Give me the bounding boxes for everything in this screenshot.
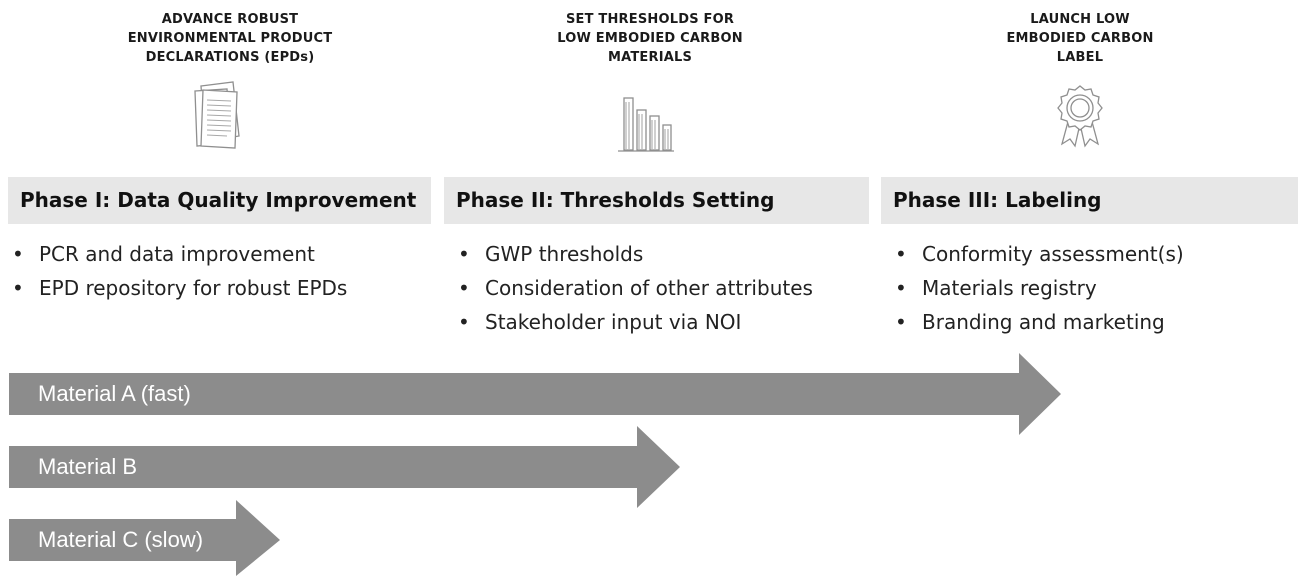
material-c-label: Material C (slow) bbox=[38, 527, 204, 552]
documents-icon bbox=[194, 81, 240, 149]
phase-2-bullets: GWP thresholds Consideration of other at… bbox=[458, 237, 813, 339]
phase-1-caption-line: DECLARATIONS (EPDs) bbox=[145, 50, 315, 65]
phase-2-caption-line: MATERIALS bbox=[607, 50, 693, 65]
list-item: EPD repository for robust EPDs bbox=[12, 271, 347, 305]
phase-1-title: Phase I: Data Quality Improvement bbox=[20, 188, 417, 212]
phase-2-caption: SET THRESHOLDS FOR LOW EMBODIED CARBON M… bbox=[530, 10, 770, 67]
list-item: GWP thresholds bbox=[458, 237, 813, 271]
phase-3-caption: LAUNCH LOW EMBODIED CARBON LABEL bbox=[970, 10, 1190, 67]
list-item: PCR and data improvement bbox=[12, 237, 347, 271]
phase-1-caption-line: ADVANCE ROBUST bbox=[161, 12, 299, 27]
bar-chart-icon bbox=[618, 97, 674, 152]
phase-1-caption: ADVANCE ROBUST ENVIRONMENTAL PRODUCT DEC… bbox=[110, 10, 350, 67]
phase-3-caption-line: LAUNCH LOW bbox=[1030, 12, 1130, 27]
phase-2-title: Phase II: Thresholds Setting bbox=[456, 188, 775, 212]
phase-1-caption-line: ENVIRONMENTAL PRODUCT bbox=[127, 31, 333, 46]
phase-2-caption-line: SET THRESHOLDS FOR bbox=[565, 12, 735, 27]
material-a-label: Material A (fast) bbox=[38, 381, 191, 406]
list-item: Consideration of other attributes bbox=[458, 271, 813, 305]
award-ribbon-icon bbox=[1057, 85, 1103, 148]
phase-1-bar: Phase I: Data Quality Improvement bbox=[8, 177, 431, 224]
material-b-arrow bbox=[9, 426, 680, 508]
list-item: Branding and marketing bbox=[895, 305, 1184, 339]
phase-2-bar: Phase II: Thresholds Setting bbox=[444, 177, 869, 224]
list-item: Materials registry bbox=[895, 271, 1184, 305]
phase-3-title: Phase III: Labeling bbox=[893, 188, 1102, 212]
phase-1-bullets: PCR and data improvement EPD repository … bbox=[12, 237, 347, 305]
phase-3-bullets: Conformity assessment(s) Materials regis… bbox=[895, 237, 1184, 339]
material-b-label: Material B bbox=[38, 454, 138, 479]
phase-3-bar: Phase III: Labeling bbox=[881, 177, 1298, 224]
phase-3-caption-line: EMBODIED CARBON bbox=[1006, 31, 1154, 46]
phase-3-caption-line: LABEL bbox=[1056, 50, 1104, 65]
material-a-arrow bbox=[9, 353, 1061, 435]
material-c-arrow bbox=[9, 500, 280, 576]
list-item: Stakeholder input via NOI bbox=[458, 305, 813, 339]
phase-2-caption-line: LOW EMBODIED CARBON bbox=[557, 31, 743, 46]
list-item: Conformity assessment(s) bbox=[895, 237, 1184, 271]
